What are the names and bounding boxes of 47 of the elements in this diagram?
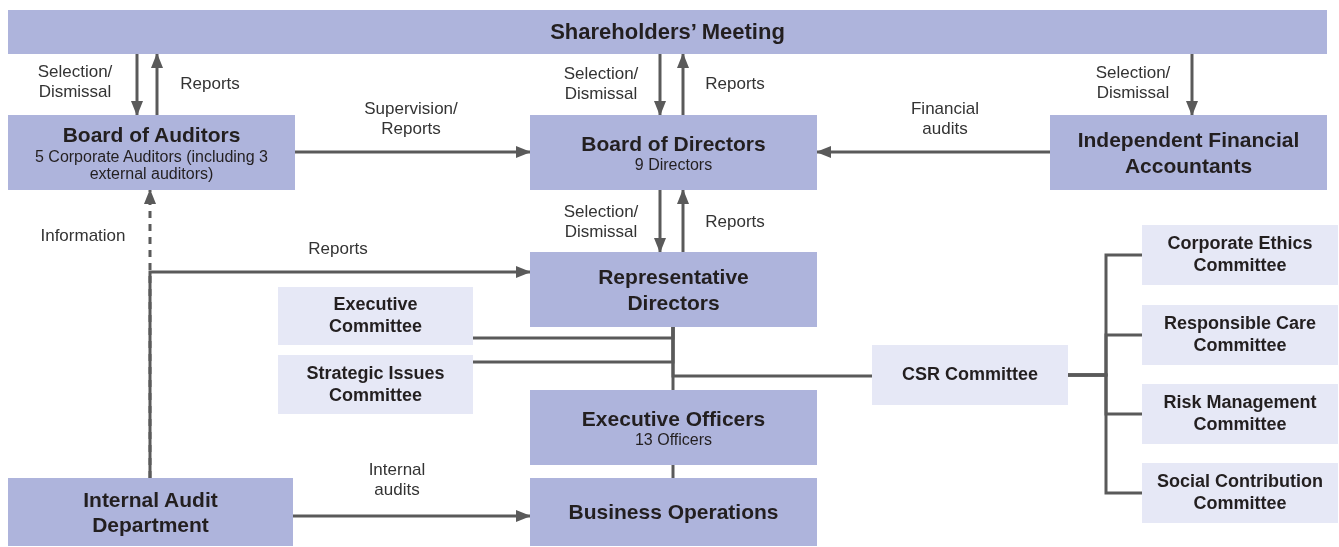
box-title: Shareholders’ Meeting: [550, 18, 785, 46]
arrow: [148, 266, 531, 478]
box-title: Executive Committee: [328, 294, 423, 338]
box-title: Independent Financial Accountants: [1076, 127, 1301, 178]
committee-box: [1142, 384, 1338, 444]
connector-line: [671, 465, 675, 478]
committee-box: [1142, 463, 1338, 523]
box-title: Strategic Issues Committee: [305, 362, 446, 407]
connector-line: [671, 327, 675, 390]
arrow: [1186, 54, 1198, 116]
box-title: Representative Directors: [597, 264, 750, 315]
arrow: [295, 146, 531, 158]
org-box: [530, 252, 817, 327]
committee-box: [278, 355, 473, 414]
committee-box: [1142, 305, 1338, 365]
committee-box: [1142, 225, 1338, 285]
arrow: [131, 54, 143, 116]
org-box: [1050, 115, 1327, 190]
arrow: [677, 189, 689, 252]
box-title: Responsible Care Committee: [1162, 313, 1318, 357]
box-title: Corporate Ethics Committee: [1166, 233, 1314, 277]
org-box: [8, 115, 295, 190]
box-title: Social Contribution Committee: [1156, 471, 1324, 515]
arrow: [816, 146, 1050, 158]
org-box: [530, 478, 817, 546]
box-subtitle: 13 Officers: [634, 431, 713, 449]
arrow: [151, 53, 163, 115]
box-title: Risk Management Committee: [1162, 392, 1318, 436]
box-title: CSR Committee: [902, 364, 1038, 386]
org-box: [530, 115, 817, 190]
connector-line: [1068, 373, 1142, 495]
box-title: Board of Directors: [581, 131, 766, 157]
box-title: Internal Audit Department: [82, 486, 219, 538]
org-box: [8, 10, 1327, 54]
box-subtitle: 5 Corporate Auditors (including 3 external auditors): [34, 147, 269, 183]
arrow: [293, 510, 531, 522]
arrow: [677, 53, 689, 115]
box-title: Board of Auditors: [62, 122, 241, 148]
box-title: Executive Officers: [581, 406, 766, 432]
box-subtitle: 9 Directors: [634, 156, 713, 174]
arrow: [654, 190, 666, 253]
committee-box: [872, 345, 1068, 405]
box-title: Business Operations: [568, 499, 779, 525]
org-box: [530, 390, 817, 465]
arrow: [654, 54, 666, 116]
org-box: [8, 478, 293, 546]
committee-box: [278, 287, 473, 345]
